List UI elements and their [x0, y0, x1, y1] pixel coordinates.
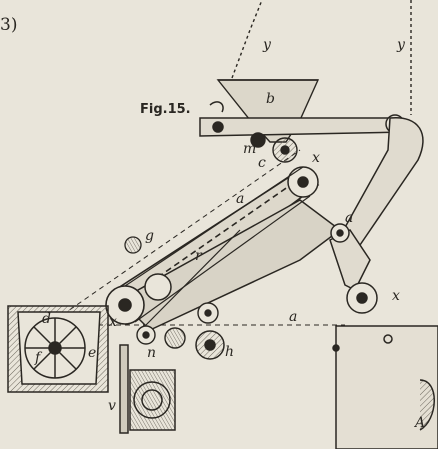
- roller-x-right: [346, 282, 378, 314]
- gear-m: [250, 132, 266, 148]
- label-y-left: y: [262, 37, 272, 53]
- label-r: r: [195, 248, 203, 264]
- gear-c: [272, 137, 298, 163]
- label-m: m: [243, 141, 256, 157]
- label-h: h: [225, 344, 234, 360]
- roller-middle: [144, 273, 172, 301]
- roller-mid-lower: [164, 302, 219, 349]
- label-a-upper: a: [236, 191, 244, 207]
- label-c: c: [258, 155, 266, 171]
- ball-g: [124, 236, 142, 254]
- gear-h: [195, 330, 225, 360]
- weight-post-v: [119, 344, 176, 434]
- label-a-lower: a: [289, 309, 297, 325]
- lower-arm-r: [118, 199, 342, 331]
- figure-caption: Fig.15.: [140, 102, 191, 117]
- small-pulley-n: [136, 325, 156, 345]
- guide-lines: [35, 149, 345, 326]
- label-A: A: [413, 415, 425, 431]
- label-e: e: [88, 345, 96, 361]
- label-g: g: [145, 228, 154, 244]
- tank-d: [7, 305, 109, 393]
- label-a-right: a: [345, 210, 353, 226]
- label-x-right: x: [392, 288, 400, 304]
- labels: y y b m c x a a g r x a d e f x n h v A: [34, 37, 425, 431]
- machine-block: [332, 325, 438, 449]
- label-y-right: y: [396, 37, 406, 53]
- belts: [124, 166, 311, 327]
- label-v: v: [108, 398, 116, 414]
- label-n: n: [147, 345, 156, 361]
- label-x-top: x: [312, 150, 320, 166]
- plate-number: 3): [0, 15, 17, 35]
- chain-left: [231, 0, 263, 79]
- pulley-right-a: [330, 223, 350, 243]
- label-x-left: x: [109, 314, 117, 330]
- label-d: d: [42, 311, 51, 327]
- label-f: f: [34, 350, 43, 366]
- pulley-upper: [287, 166, 319, 198]
- label-b: b: [266, 91, 275, 107]
- right-bracket: [329, 117, 424, 292]
